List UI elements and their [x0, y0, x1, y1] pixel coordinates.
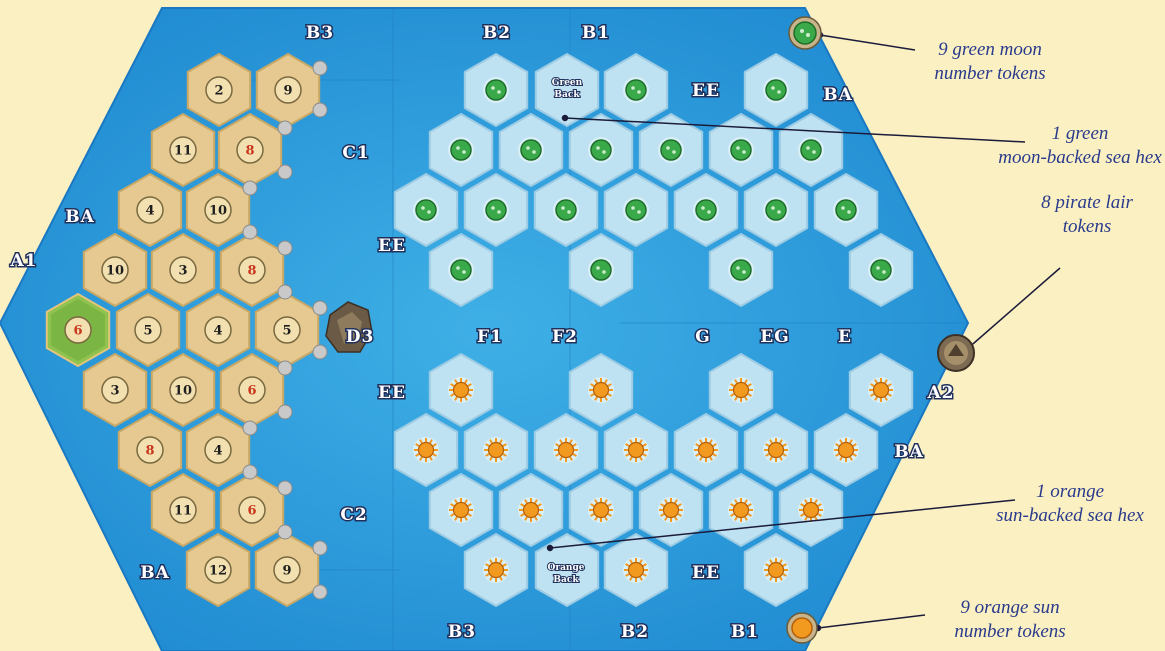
svg-text:moon-backed sea hex: moon-backed sea hex: [998, 147, 1162, 168]
number-token-value: 9: [283, 84, 292, 99]
label-ba-top-right: BA: [823, 85, 853, 105]
label-e: E: [838, 327, 852, 347]
number-token-value: 8: [145, 444, 154, 459]
caption-orange-tokens: 9 orange sun number tokens: [954, 597, 1065, 642]
harbor-dot: [313, 61, 327, 75]
number-token-value: 4: [213, 324, 222, 339]
label-b2-bottom: B2: [621, 622, 649, 642]
harbor-dot: [313, 103, 327, 117]
label-ee-mid: EE: [378, 236, 406, 256]
harbor-dot: [278, 361, 292, 375]
svg-text:Orange: Orange: [548, 563, 585, 573]
caption-green-tokens: 9 green moon number tokens: [934, 39, 1045, 84]
orange-sun-token-sample: [787, 613, 817, 643]
number-token-value: 5: [143, 324, 152, 339]
label-b1-top: B1: [582, 23, 610, 43]
label-ee-top: EE: [692, 81, 720, 101]
label-f1: F1: [477, 327, 503, 347]
svg-text:sun-backed sea hex: sun-backed sea hex: [996, 505, 1144, 526]
number-token-value: 3: [178, 264, 187, 279]
label-f2: F2: [552, 327, 578, 347]
svg-text:9 orange sun: 9 orange sun: [960, 597, 1059, 618]
number-token-value: 6: [247, 384, 256, 399]
caption-green-hex: 1 green moon-backed sea hex: [998, 123, 1162, 168]
number-token-value: 8: [247, 264, 256, 279]
green-moon-token-sample: [789, 17, 821, 49]
harbor-dot: [243, 225, 257, 239]
label-ba-bottom-left: BA: [140, 563, 170, 583]
caption-pirate: 8 pirate lair tokens: [1041, 192, 1133, 237]
label-ba-right: BA: [894, 442, 924, 462]
number-token-value: 10: [209, 204, 227, 219]
pirate-lair-token-sample: [938, 335, 974, 371]
label-eg: EG: [760, 327, 789, 347]
harbor-dot: [278, 165, 292, 179]
number-token-value: 10: [106, 264, 124, 279]
harbor-dot: [243, 465, 257, 479]
number-token-value: 4: [145, 204, 154, 219]
harbor-dot: [278, 481, 292, 495]
label-ba-left: BA: [65, 207, 95, 227]
number-token-value: 12: [209, 564, 227, 579]
label-c1: C1: [342, 143, 369, 163]
harbor-dot: [313, 541, 327, 555]
harbor-dot: [278, 121, 292, 135]
svg-text:Green: Green: [552, 78, 583, 88]
svg-text:9 green moon: 9 green moon: [938, 39, 1042, 60]
svg-text:tokens: tokens: [1063, 216, 1112, 237]
svg-text:number tokens: number tokens: [954, 621, 1065, 642]
number-token-value: 11: [174, 504, 192, 519]
harbor-dot: [278, 285, 292, 299]
label-ee-bottom: EE: [692, 563, 720, 583]
harbor-dot: [278, 405, 292, 419]
number-token-value: 3: [110, 384, 119, 399]
harbor-dot: [313, 345, 327, 359]
number-token-value: 8: [245, 144, 254, 159]
number-token-value: 9: [282, 564, 291, 579]
label-a1: A1: [9, 251, 37, 271]
harbor-dot: [243, 421, 257, 435]
number-token-value: 11: [174, 144, 192, 159]
number-token-value: 6: [247, 504, 256, 519]
number-token-value: 5: [282, 324, 291, 339]
number-token-value: 4: [213, 444, 222, 459]
label-b3-top: B3: [306, 23, 334, 43]
svg-text:number tokens: number tokens: [934, 63, 1045, 84]
svg-text:Back: Back: [554, 90, 580, 100]
svg-text:Back: Back: [553, 575, 579, 585]
harbor-dot: [313, 301, 327, 315]
harbor-dot: [243, 181, 257, 195]
caption-orange-hex: 1 orange sun-backed sea hex: [996, 481, 1144, 526]
label-a2: A2: [926, 383, 954, 403]
svg-text:1 orange: 1 orange: [1036, 481, 1104, 502]
label-b1-bottom: B1: [731, 622, 759, 642]
svg-text:8 pirate lair: 8 pirate lair: [1041, 192, 1133, 213]
number-token-value: 6: [73, 324, 82, 339]
label-d3: D3: [346, 327, 375, 347]
harbor-dot: [278, 241, 292, 255]
label-b2-top: B2: [483, 23, 511, 43]
harbor-dot: [278, 525, 292, 539]
svg-text:1 green: 1 green: [1052, 123, 1109, 144]
label-g: G: [695, 327, 711, 347]
harbor-dot: [313, 585, 327, 599]
label-b3-bottom: B3: [448, 622, 476, 642]
label-c2: C2: [340, 505, 367, 525]
label-ee-low: EE: [378, 383, 406, 403]
number-token-value: 2: [214, 84, 223, 99]
number-token-value: 10: [174, 384, 192, 399]
